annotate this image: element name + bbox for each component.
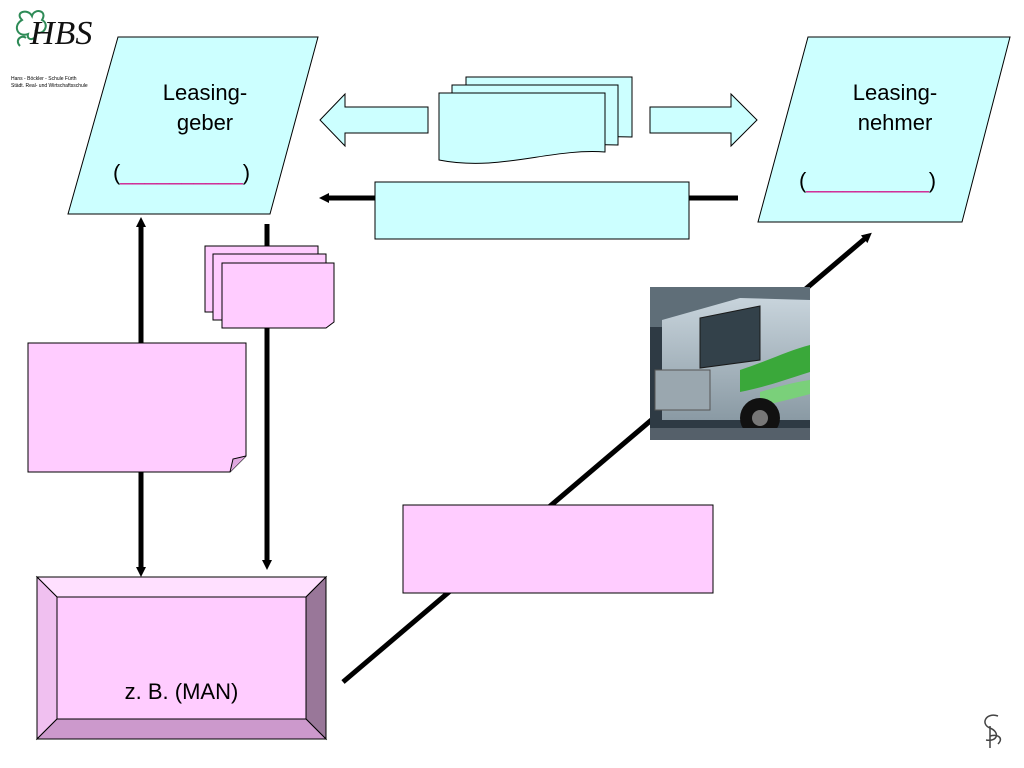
lessee-label-line2: nehmer [857, 110, 933, 135]
block-arrow-right [649, 92, 758, 148]
logo-mark: HBS [30, 15, 93, 52]
lessee-blank: (__________) [799, 168, 937, 193]
order-documents [204, 245, 335, 329]
truck-photo-icon [650, 287, 810, 440]
delivery-box [402, 504, 714, 594]
lessor-label-line2: geber [176, 110, 234, 135]
lessor-label-line1: Leasing- [162, 80, 248, 105]
lessee-label-line1: Leasing- [852, 80, 938, 105]
manufacturer-box [35, 575, 328, 741]
lessor-blank: (__________) [113, 160, 251, 185]
signature-icon [984, 714, 1002, 748]
block-arrow-left [319, 92, 429, 148]
lessor-shape [67, 36, 319, 215]
lessee-shape [757, 36, 1011, 223]
lessee-blank-line: __________ [806, 168, 929, 193]
payment-box [374, 181, 690, 240]
manufacturer-label: z. B. (MAN) [124, 679, 239, 704]
contract-documents [438, 76, 633, 164]
logo-line2: Städt. Real- und Wirtschaftsschule [11, 83, 88, 89]
note-box [27, 342, 247, 473]
lessor-blank-line: __________ [120, 160, 243, 185]
school-logo-icon [15, 10, 47, 47]
logo-line1: Hans - Böckler - Schule Fürth [11, 76, 77, 82]
